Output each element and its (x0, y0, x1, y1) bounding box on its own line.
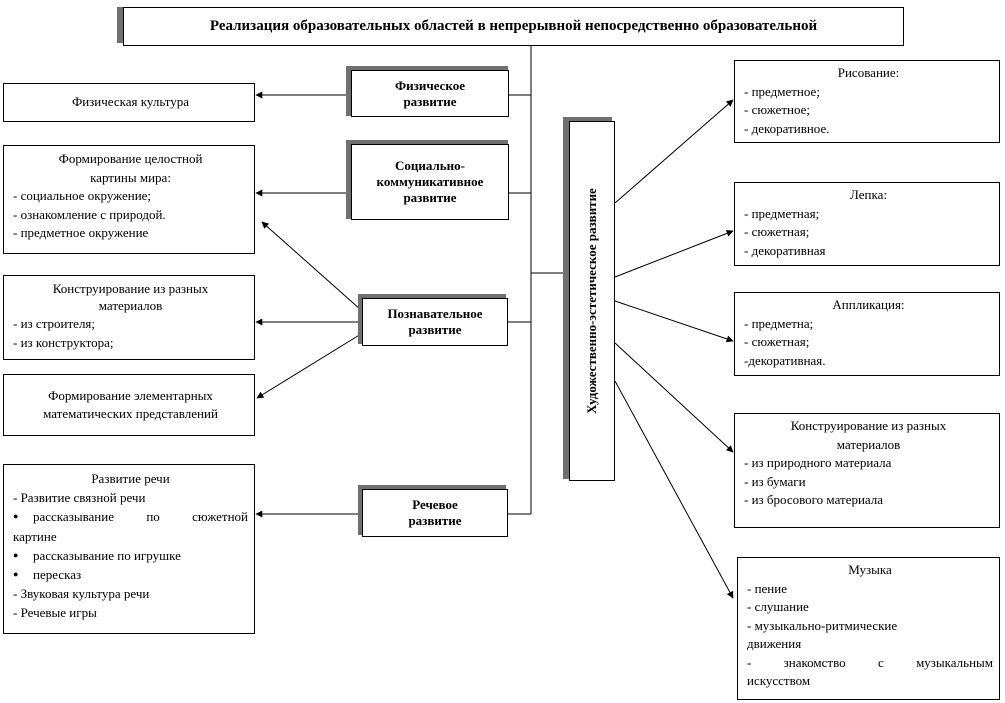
arrow-to-applique (614, 300, 734, 343)
speech-line-1: Речевое (412, 497, 458, 512)
speech-heading: Развитие речи (91, 471, 170, 486)
drawing-item-2: - сюжетное; (744, 102, 810, 117)
modeling-item-3: - декоративная (744, 242, 826, 258)
speech-bullet-2-text: рассказывание по игрушке (33, 547, 181, 563)
construct-right-item-1: - из природного материала (744, 455, 892, 470)
cognitive-line-2: развитие (408, 322, 462, 337)
world-item-2: - ознакомление с природой. (13, 206, 166, 222)
applique-heading: Аппликация: (832, 297, 905, 312)
modeling-item-1: - предметная; (744, 205, 820, 221)
physical-line-2: развитие (403, 93, 457, 109)
speech-bullet-3: ● пересказ (13, 565, 248, 584)
social-line-1: Социально- (395, 158, 465, 173)
box-construct-right: Конструирование из разных материалов - и… (734, 413, 1000, 528)
arrow-to-construct-right (614, 342, 734, 453)
speech-bullet-1-line-2: картине (13, 528, 57, 544)
physical-line-1: Физическое (395, 77, 465, 93)
speech-item-2: - Звуковая культура речи (13, 586, 150, 602)
speech-item-3: - Речевые игры (13, 605, 97, 621)
world-item-1: - социальное окружение; (13, 188, 152, 203)
speech-bullet-1: ● рассказывание по сюжетной (13, 507, 248, 526)
cognitive-line-1: Познавательное (387, 306, 483, 321)
diagram-title-text: Реализация образовательных областей в не… (209, 18, 818, 34)
bullet-dot-icon: ● (13, 569, 19, 580)
box-construct-left: Конструирование из разных материалов - и… (3, 275, 255, 360)
category-cognitive: Познавательное развитие (362, 298, 508, 346)
social-line-2: коммуникативное (376, 174, 484, 189)
box-applique: Аппликация: - предметна; - сюжетная; -де… (734, 292, 1000, 376)
construct-right-item-3: - из бросового материала (744, 492, 884, 507)
drawing-item-1: - предметное; (744, 83, 820, 99)
speech-item-1: - Развитие связной речи (13, 490, 146, 506)
world-item-3: - предметное окружение (13, 225, 149, 240)
diagram-title: Реализация образовательных областей в не… (123, 7, 904, 46)
box-drawing: Рисование: - предметное; - сюжетное; - д… (734, 60, 1000, 143)
category-speech: Речевое развитие (362, 489, 508, 537)
box-music: Музыка - пение - слушание - музыкально-р… (737, 557, 1000, 700)
music-last-line-1: - знакомство с музыкальным (747, 654, 993, 670)
applique-item-3: -декоративная. (744, 352, 826, 368)
applique-item-1: - предметна; (744, 315, 814, 331)
box-physical-culture: Физическая культура (3, 83, 255, 122)
box-speech-development: Развитие речи - Развитие связной речи ● … (3, 464, 255, 634)
box-world-picture: Формирование целостной картины мира: - с… (3, 145, 255, 254)
construct-right-item-2: - из бумаги (744, 473, 806, 489)
applique-item-2: - сюжетная; (744, 334, 810, 349)
arrow-cognitive-to-world (261, 221, 362, 311)
arrow-to-modeling (614, 230, 734, 278)
construct-left-item-1: - из строителя; (13, 316, 96, 331)
box-math: Формирование элементарных математических… (3, 374, 255, 436)
drawing-item-3: - декоративное. (744, 120, 830, 136)
math-line-2: математических представлений (43, 406, 218, 421)
category-social: Социально- коммуникативное развитие (351, 144, 509, 220)
world-heading-1: Формирование целостной (58, 151, 203, 166)
speech-bullet-2: ● рассказывание по игрушке (13, 546, 248, 565)
construct-right-heading-1: Конструирование из разных (790, 418, 947, 433)
construct-left-heading-1: Конструирование из разных (52, 281, 209, 296)
bullet-dot-icon: ● (13, 549, 19, 560)
box-modeling: Лепка: - предметная; - сюжетная; - декор… (734, 182, 1000, 266)
arrow-to-math (256, 333, 362, 399)
social-line-3: развитие (403, 190, 457, 205)
speech-bullet-1-line-1: рассказывание по сюжетной (33, 509, 248, 525)
speech-bullet-3-text: пересказ (33, 567, 82, 583)
music-item-2: - слушание (747, 599, 809, 614)
arrow-to-drawing (614, 99, 734, 204)
category-physical: Физическое развитие (351, 70, 509, 117)
construct-left-heading-2: материалов (98, 297, 163, 313)
music-last-line-2: искусством (747, 673, 811, 688)
construct-right-heading-2: материалов (836, 436, 901, 452)
speech-line-2: развитие (408, 513, 462, 528)
construct-left-item-2: - из конструктора; (13, 334, 114, 350)
music-item-4: движения (747, 636, 802, 651)
music-heading: Музыка (848, 562, 892, 577)
arrow-to-music (614, 380, 734, 599)
bullet-dot-icon: ● (13, 511, 19, 522)
modeling-heading: Лепка: (850, 187, 887, 202)
artistic-label-wrap: Художественно-эстетическое развитие (569, 121, 615, 481)
category-artistic (569, 121, 615, 481)
music-item-3: - музыкально-ритмические (747, 617, 898, 633)
math-line-1: Формирование элементарных (48, 387, 213, 403)
modeling-item-2: - сюжетная; (744, 224, 810, 239)
phys-culture-text: Физическая культура (71, 94, 190, 110)
artistic-label: Художественно-эстетическое развитие (584, 188, 600, 414)
drawing-heading: Рисование: (837, 65, 900, 80)
music-item-1: - пение (747, 580, 787, 596)
world-heading-2: картины мира: (90, 169, 171, 185)
